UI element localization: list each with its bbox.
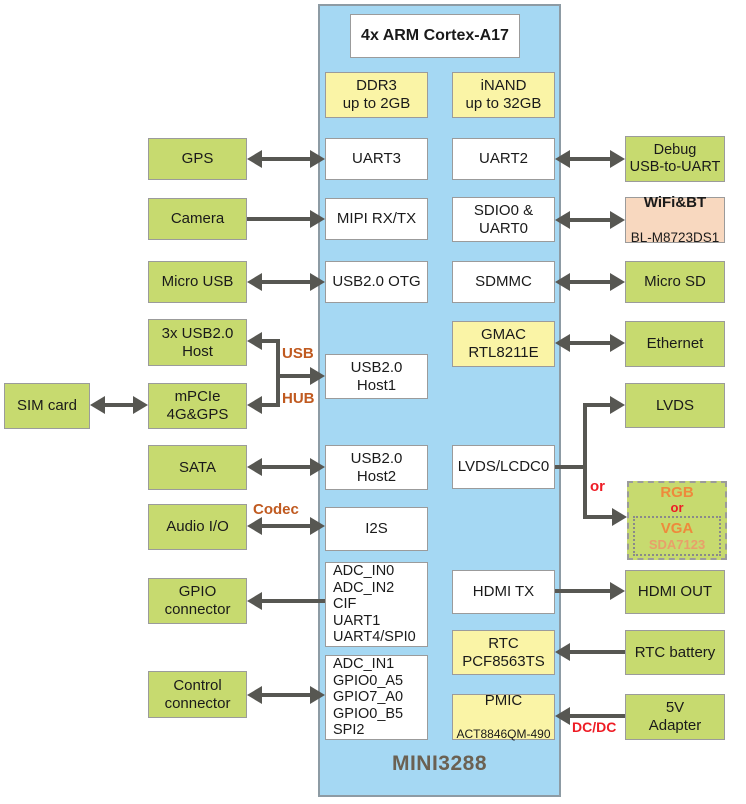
usb-host2-port: USB2.0 Host2	[325, 445, 428, 490]
pmic-label-group: PMIC ACT8846QM-490	[456, 674, 550, 760]
wifi-bt-part-number: BL-M8723DS1	[630, 229, 720, 245]
audio-io-peripheral: Audio I/O	[148, 504, 247, 550]
dcdc-label: DC/DC	[572, 719, 617, 735]
lcdc0-stub-line	[555, 465, 587, 469]
arrow-hdmitx-hdmiout	[555, 582, 625, 600]
gps-peripheral: GPS	[148, 138, 247, 180]
i2s-port: I2S	[325, 507, 428, 551]
gpio-connector-peripheral: GPIO connector	[148, 578, 247, 624]
control-connector-peripheral: Control connector	[148, 671, 247, 718]
arrow-gmac-ethernet	[555, 334, 625, 352]
micro-usb-peripheral: Micro USB	[148, 261, 247, 303]
wifi-bt-peripheral: WiFi&BT BL-M8723DS1	[625, 194, 725, 245]
rtc-box: RTC PCF8563TS	[452, 630, 555, 675]
arrow-rtcbattery-rtc	[555, 643, 625, 661]
usb-otg-port: USB2.0 OTG	[325, 261, 428, 303]
micro-sd-peripheral: Micro SD	[625, 261, 725, 303]
mpcie-peripheral: mPCIe 4G&GPS	[148, 383, 247, 429]
lvds-peripheral: LVDS	[625, 383, 725, 428]
arrow-sdmmc-microsd	[555, 273, 625, 291]
sdio0-port: SDIO0 & UART0	[452, 197, 555, 242]
arrow-audio-i2s	[247, 517, 325, 535]
arrow-adapter-pmic	[555, 707, 625, 725]
usb-host-3x-peripheral: 3x USB2.0 Host	[148, 319, 247, 366]
control-signals-box: ADC_IN1 GPIO0_A5 GPIO7_A0 GPIO0_B5 SPI2	[325, 655, 428, 740]
cpu-box: 4x ARM Cortex-A17	[350, 14, 520, 58]
wifi-bt-name: WiFi&BT	[643, 193, 707, 211]
sdmmc-port: SDMMC	[452, 261, 555, 303]
hdmi-out-peripheral: HDMI OUT	[625, 570, 725, 614]
ddr3-box: DDR3 up to 2GB	[325, 72, 428, 118]
rgb-or-label: or	[670, 500, 684, 515]
arrow-uart2-debug	[555, 150, 625, 168]
wifi-bt-label-group: WiFi&BT BL-M8723DS1	[631, 176, 720, 264]
pmic-box: PMIC ACT8846QM-490	[452, 692, 555, 741]
arrow-hub-usbhost3x	[247, 332, 278, 350]
rtc-battery-peripheral: RTC battery	[625, 630, 725, 675]
gmac-box: GMAC RTL8211E	[452, 321, 555, 367]
hub-label: HUB	[282, 390, 315, 407]
codec-label: Codec	[253, 501, 299, 518]
arrow-hub-usbhost1	[278, 367, 325, 385]
pmic-name: PMIC	[484, 691, 523, 709]
pmic-part-number: ACT8846QM-490	[456, 727, 551, 742]
usb-label: USB	[282, 345, 314, 362]
sim-card-peripheral: SIM card	[4, 383, 90, 429]
uart3-port: UART3	[325, 138, 428, 180]
arrow-lcdc0-lvds	[583, 396, 625, 414]
usb-host1-port: USB2.0 Host1	[325, 354, 428, 399]
rgb-vga-option-box: RGB or VGA SDA7123	[627, 481, 727, 560]
arrow-sata-host2	[247, 458, 325, 476]
inand-box: iNAND up to 32GB	[452, 72, 555, 118]
mipi-port: MIPI RX/TX	[325, 198, 428, 240]
arrow-signals-gpioconnector	[247, 592, 325, 610]
camera-peripheral: Camera	[148, 198, 247, 240]
arrow-gps-uart3	[247, 150, 325, 168]
ethernet-peripheral: Ethernet	[625, 321, 725, 367]
debug-uart-peripheral: Debug USB-to-UART	[625, 136, 725, 182]
arrow-control-signals	[247, 686, 325, 704]
rgb-label: RGB	[660, 484, 694, 501]
gpio-signals-box: ADC_IN0 ADC_IN2 CIF UART1 UART4/SPI0	[325, 562, 428, 647]
or-label: or	[590, 478, 605, 495]
arrow-camera-mipi	[247, 210, 325, 228]
hub-branch-line	[276, 339, 280, 407]
uart2-port: UART2	[452, 138, 555, 180]
arrow-microusb-otg	[247, 273, 325, 291]
display-branch-line	[583, 403, 587, 519]
hdmi-tx-port: HDMI TX	[452, 570, 555, 614]
board-title: MINI3288	[391, 752, 488, 775]
vga-label: VGA	[660, 519, 694, 537]
lvds-lcdc0-port: LVDS/LCDC0	[452, 445, 555, 489]
vga-option-box: VGA SDA7123	[633, 516, 721, 556]
adapter-5v-peripheral: 5V Adapter	[625, 694, 725, 740]
arrow-sim-mpcie	[90, 396, 148, 414]
arrow-lcdc0-rgbvga	[583, 508, 627, 526]
arrow-hub-mpcie	[247, 396, 278, 414]
vga-chip-label: SDA7123	[648, 536, 706, 552]
sata-peripheral: SATA	[148, 445, 247, 490]
arrow-sdio-wifi	[555, 211, 625, 229]
